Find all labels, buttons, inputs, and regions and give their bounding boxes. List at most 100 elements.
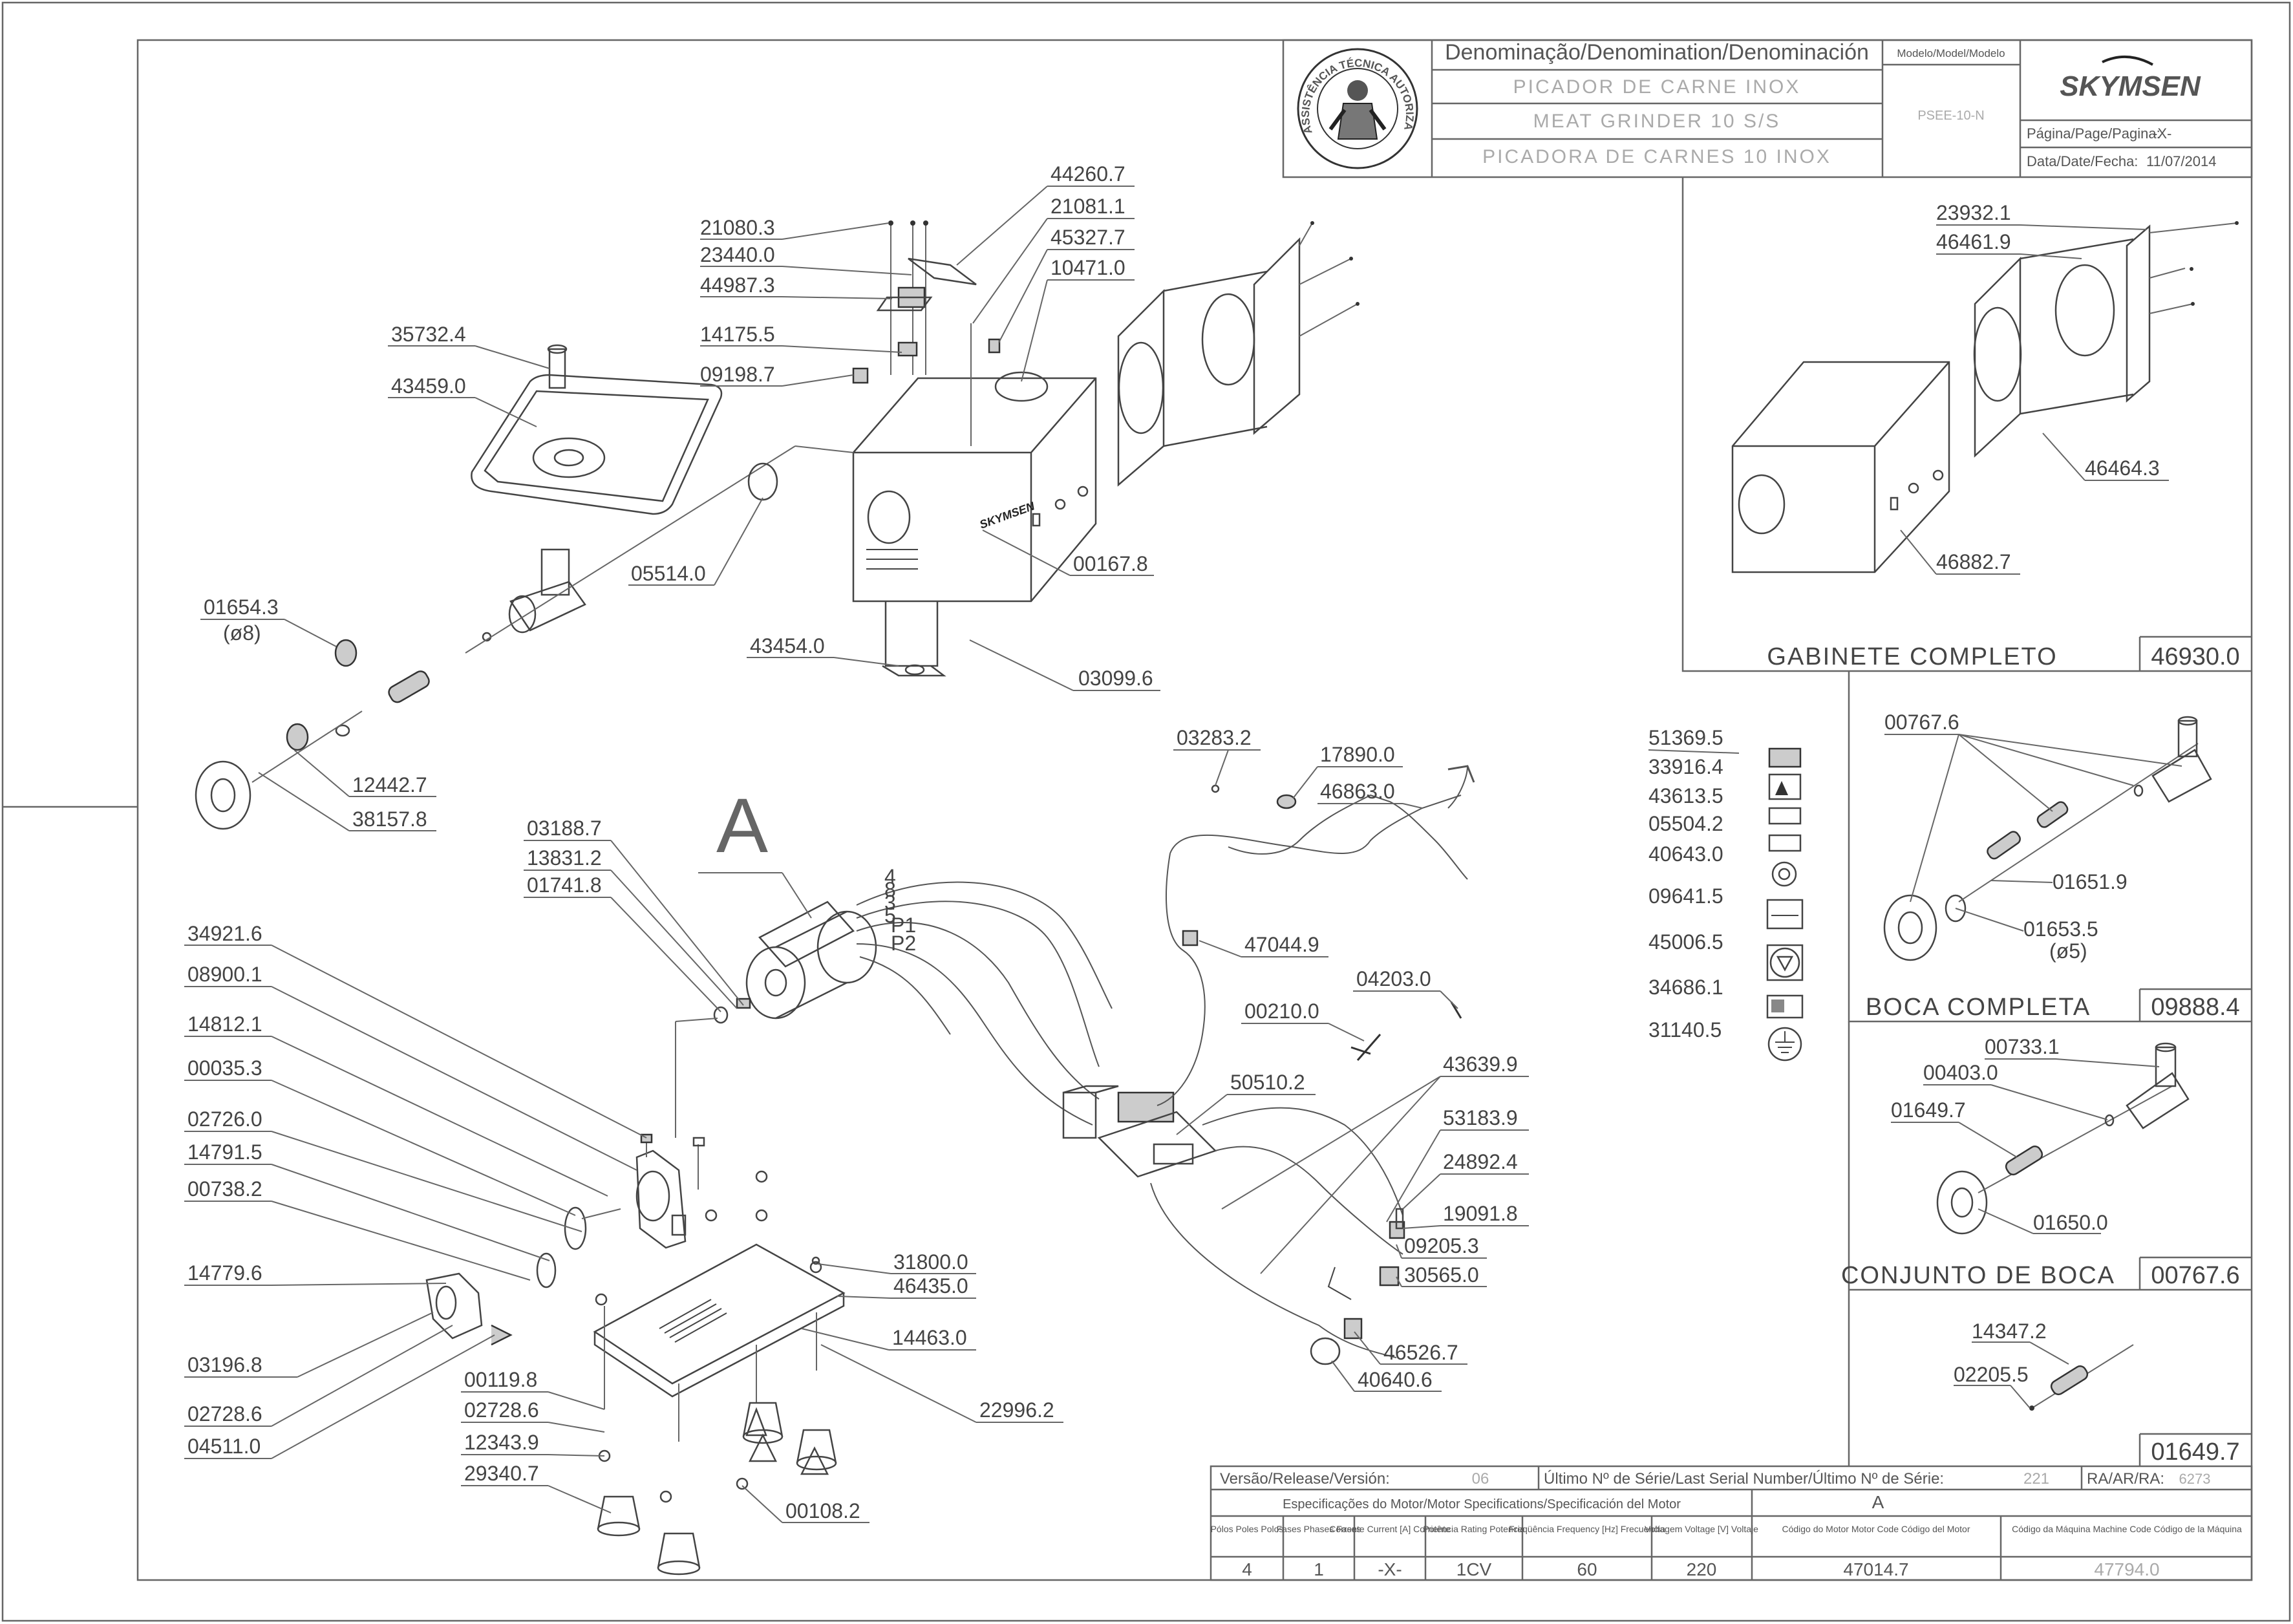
part-47044-9: 47044.9 xyxy=(1244,933,1319,956)
part-46526-7: 46526.7 xyxy=(1383,1341,1458,1364)
plate-01654-icon xyxy=(334,639,357,667)
rating-plate-icon xyxy=(1766,899,1804,930)
grinder-head-drawing xyxy=(195,445,796,830)
authorized-service-seal: ASSISTÊNCIA TÉCNICA AUTORIZADA xyxy=(0,0,1418,169)
ra-label: RA/AR/RA: xyxy=(2087,1470,2164,1488)
col-polos-header: Pólos Poles Polos xyxy=(1211,1524,1284,1534)
wire-p1-label: P1 xyxy=(891,914,916,937)
part-23932-1: 23932.1 xyxy=(1936,201,2011,224)
part-14347-2: 14347.2 xyxy=(1972,1320,2047,1343)
part-50510-2: 50510.2 xyxy=(1230,1071,1305,1094)
wire-3-label: 3 xyxy=(884,891,896,914)
motor-housing-drawing xyxy=(425,1018,718,1346)
part-00119-8: 00119.8 xyxy=(464,1368,537,1391)
denomination-header: Denominação/Denomination/Denominación xyxy=(1445,40,1869,65)
part-23440-0: 23440.0 xyxy=(700,243,775,266)
part-00738-2: 00738.2 xyxy=(187,1177,262,1201)
worm-code: 01649.7 xyxy=(2151,1438,2239,1466)
col-fases-header: Fases Phases Fases xyxy=(1277,1524,1361,1534)
part-03099-6: 03099.6 xyxy=(1078,667,1153,690)
washer-05514-icon xyxy=(747,462,778,501)
part-44260-7: 44260.7 xyxy=(1051,162,1125,186)
part-04203-0: 04203.0 xyxy=(1356,967,1431,990)
worm-panel: 01649.7 14347.2 02205.5 xyxy=(1848,1290,2252,1466)
part-38157-8: 38157.8 xyxy=(352,807,427,831)
version-value: 06 xyxy=(1472,1470,1489,1488)
title-block: ASSISTÊNCIA TÉCNICA AUTORIZADA Denominaç… xyxy=(0,0,2253,178)
part-04511-0: 04511.0 xyxy=(187,1435,261,1458)
value-fases: 1 xyxy=(1314,1559,1324,1579)
sticker-labels-column: 51369.5 33916.4 43613.5 05504.2 40643.0 … xyxy=(1648,726,1804,1062)
part-01654-3: 01654.3 xyxy=(204,595,279,619)
product-name-en: MEAT GRINDER 10 S/S xyxy=(1533,111,1781,132)
main-cabinet-drawing: SKYMSEN xyxy=(795,221,1360,677)
label-45006-5: 45006.5 xyxy=(1648,930,1723,954)
part-02728-6b: 02728.6 xyxy=(464,1398,539,1422)
part-46464-3: 46464.3 xyxy=(2085,456,2160,480)
version-label: Versão/Release/Versión: xyxy=(1220,1470,1390,1488)
label-51369-5: 51369.5 xyxy=(1648,726,1723,749)
part-00108-2: 00108.2 xyxy=(785,1499,860,1522)
part-01651-9: 01651.9 xyxy=(2053,870,2128,893)
product-name-es: PICADORA DE CARNES 10 INOX xyxy=(1482,146,1831,167)
motor-specs-label: Especificações do Motor/Motor Specificat… xyxy=(1283,1497,1681,1512)
part-22996-2: 22996.2 xyxy=(979,1398,1054,1422)
part-09198-7: 09198.7 xyxy=(700,363,775,386)
part-14779-6: 14779.6 xyxy=(187,1261,262,1285)
product-name-pt: PICADOR DE CARNE INOX xyxy=(1513,76,1801,98)
gabinete-code: 46930.0 xyxy=(2151,643,2239,670)
part-29340-7: 29340.7 xyxy=(464,1462,539,1485)
part-14791-5: 14791.5 xyxy=(187,1140,262,1164)
part-00167-8: 00167.8 xyxy=(1073,552,1148,575)
label-34686-1: 34686.1 xyxy=(1648,976,1723,999)
label-33916-4: 33916.4 xyxy=(1648,755,1723,778)
blank-sticker-icon xyxy=(1768,807,1802,825)
cabinet-brand-mark: SKYMSEN xyxy=(978,499,1037,531)
wire-5-label: 5 xyxy=(884,904,896,927)
part-44987-3: 44987.3 xyxy=(700,273,775,297)
part-00767-6-ref: 00767.6 xyxy=(1884,710,1959,734)
main-part-callouts: A 21080.3 23440.0 44987.3 14175.5 09198.… xyxy=(184,162,1529,1523)
part-01741-8: 01741.8 xyxy=(527,873,602,897)
value-volt: 220 xyxy=(1687,1559,1717,1579)
part-14175-5: 14175.5 xyxy=(700,323,775,346)
label-05504-2: 05504.2 xyxy=(1648,812,1723,835)
pulley-icon xyxy=(564,1206,587,1250)
wire-8-label: 8 xyxy=(884,878,896,901)
ground-symbol-icon xyxy=(1767,1027,1802,1062)
col-machine-code-header: Código da Máquina Machine Code Código de… xyxy=(2012,1524,2242,1534)
value-motor-code: 47014.7 xyxy=(1843,1559,1908,1579)
part-03196-8: 03196.8 xyxy=(187,1353,262,1376)
wire-p2-label: P2 xyxy=(891,932,916,955)
conjunto-boca-drawing xyxy=(1936,1042,2190,1235)
part-24892-4: 24892.4 xyxy=(1443,1150,1518,1173)
warning-sticker-icon xyxy=(1768,747,1802,768)
part-35732-4: 35732.4 xyxy=(391,323,466,346)
value-machine-code: 47794.0 xyxy=(2094,1559,2159,1579)
part-00035-3: 00035.3 xyxy=(187,1056,262,1080)
part-02728-6a: 02728.6 xyxy=(187,1402,262,1426)
part-14812-1: 14812.1 xyxy=(187,1012,262,1036)
col-corrente-header: Corrente Current [A] Corriente xyxy=(1329,1524,1451,1534)
boca-completa-code: 09888.4 xyxy=(2151,994,2239,1021)
svg-text:ASSISTÊNCIA TÉCNICA AUTORIZADA: ASSISTÊNCIA TÉCNICA AUTORIZADA xyxy=(0,0,1416,136)
label-31140-5: 31140.5 xyxy=(1648,1018,1722,1042)
motor-letter: A xyxy=(1872,1492,1884,1512)
voltage-sticker-icon xyxy=(1766,944,1804,981)
cabinet-assembly-drawing xyxy=(1731,221,2239,573)
boca-completa-drawing xyxy=(1883,716,2212,961)
part-01649-7-ref: 01649.7 xyxy=(1891,1098,1966,1122)
part-03188-7: 03188.7 xyxy=(527,817,602,840)
label-09641-5: 09641.5 xyxy=(1648,884,1723,908)
part-43459-0: 43459.0 xyxy=(391,374,466,398)
conjunto-de-boca-panel: CONJUNTO DE BOCA 00767.6 00733.1 00403.0… xyxy=(1841,1021,2252,1291)
value-potencia: 1CV xyxy=(1456,1559,1492,1579)
part-46461-9: 46461.9 xyxy=(1936,230,2011,253)
part-17890-0: 17890.0 xyxy=(1320,743,1395,766)
part-46882-7: 46882.7 xyxy=(1936,550,2011,573)
part-19091-8: 19091.8 xyxy=(1443,1202,1518,1225)
part-12442-7: 12442.7 xyxy=(352,773,427,796)
part-03283-2: 03283.2 xyxy=(1177,726,1252,749)
